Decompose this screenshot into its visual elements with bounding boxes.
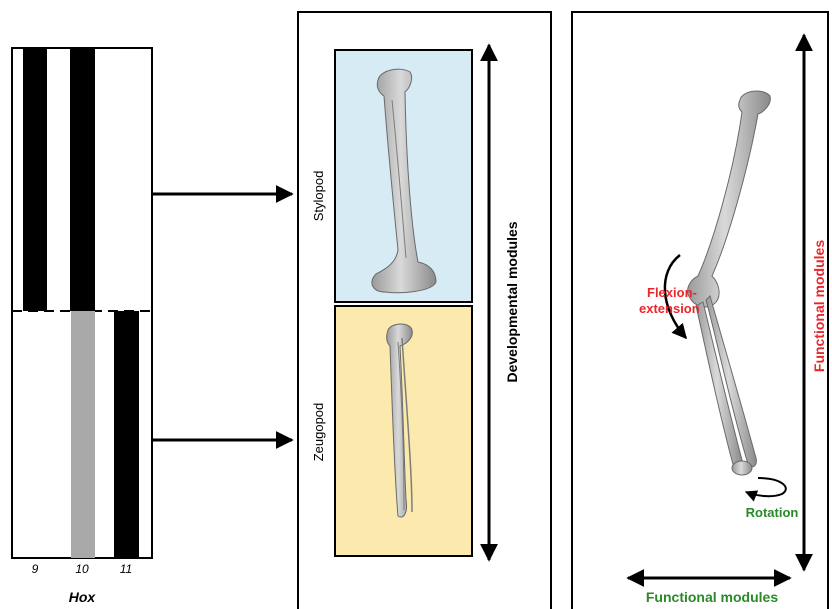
flexion-label-line2: extension bbox=[639, 301, 700, 316]
hox-title: Hox bbox=[69, 589, 97, 605]
zeugopod-label: Zeugopod bbox=[311, 403, 326, 462]
hox-gene-label-11: 11 bbox=[120, 562, 132, 576]
hox11-bar-zeugopod bbox=[114, 311, 139, 558]
stylopod-label: Stylopod bbox=[311, 171, 326, 222]
hox10-bar-stylopod bbox=[70, 48, 95, 311]
functional-vertical-label: Functional modules bbox=[811, 240, 827, 372]
hox9-bar-stylopod bbox=[23, 48, 47, 311]
hox-gene-label-10: 10 bbox=[75, 562, 89, 576]
hox-gene-label-9: 9 bbox=[32, 562, 39, 576]
functional-panel: Flexion- extension Rotation Functional m… bbox=[572, 12, 828, 609]
hox-panel: 9 10 11 Hox bbox=[12, 48, 152, 605]
rotation-label: Rotation bbox=[746, 505, 799, 520]
functional-horizontal-label: Functional modules bbox=[646, 589, 778, 605]
developmental-axis-label: Developmental modules bbox=[504, 221, 520, 382]
flexion-label-line1: Flexion- bbox=[647, 285, 697, 300]
developmental-panel: Stylopod Zeugopod Developmental modules bbox=[298, 12, 551, 609]
hox10-bar-zeugopod bbox=[71, 311, 95, 558]
